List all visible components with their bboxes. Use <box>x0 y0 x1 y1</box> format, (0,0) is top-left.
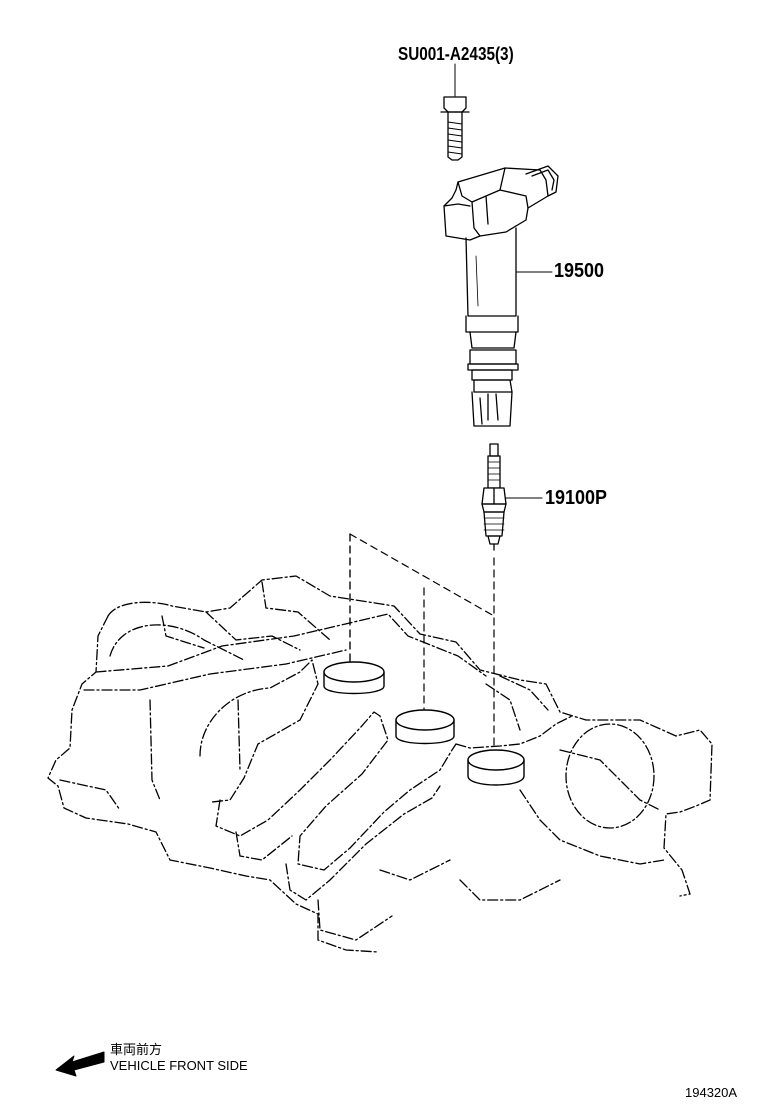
spark-plug-part-number-label: 19100P <box>545 487 608 509</box>
figure-id-label: 194320A <box>685 1085 738 1100</box>
bolt-part-number-label: SU001-A2435(3) <box>398 44 514 64</box>
cylinder-head-outline <box>47 575 713 953</box>
ignition-coil-part-number-label: 19500 <box>554 260 605 282</box>
spark-plug-part <box>481 443 543 551</box>
front-direction-label-en: VEHICLE FRONT SIDE <box>110 1058 248 1073</box>
ignition-coil-part <box>443 165 559 427</box>
bolt-part <box>440 63 470 161</box>
front-direction-arrow-icon <box>55 1051 105 1077</box>
plug-wells <box>323 661 525 786</box>
front-direction-label-jp: 車両前方 <box>110 1042 163 1057</box>
projection-lines <box>349 533 495 749</box>
